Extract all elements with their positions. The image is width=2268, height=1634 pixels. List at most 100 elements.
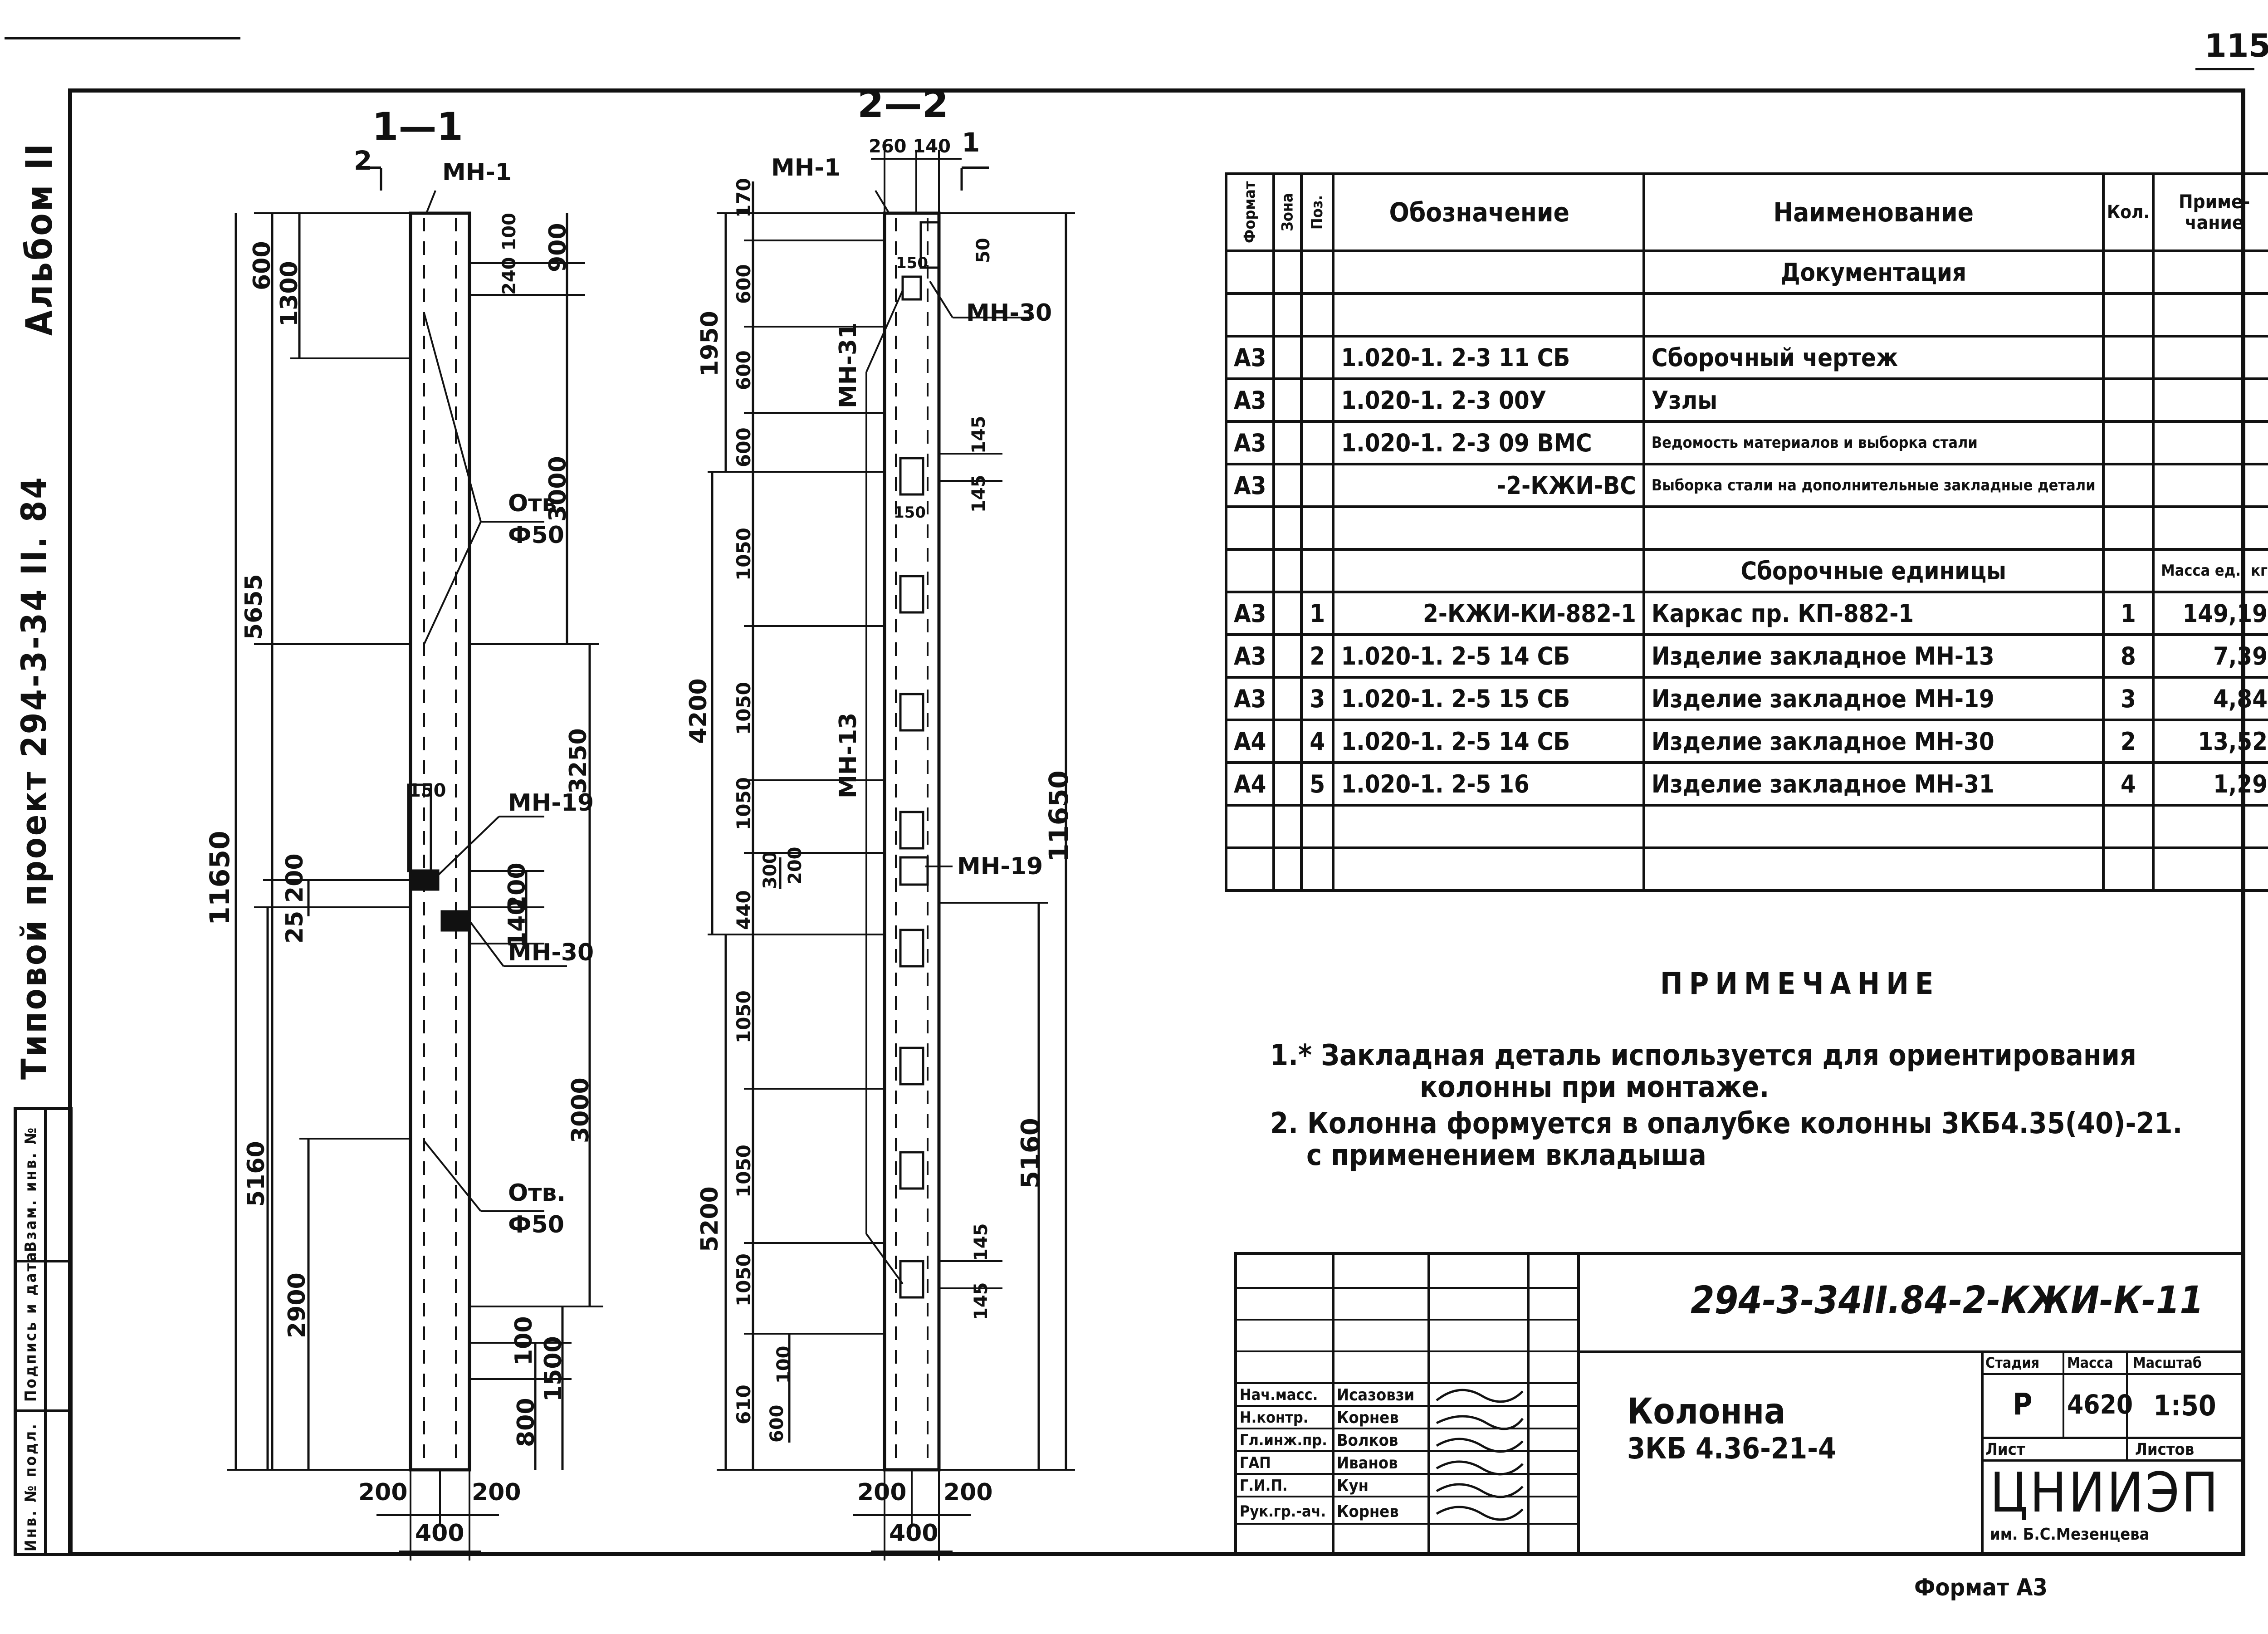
- dim2-1950: 1950: [696, 311, 723, 377]
- cell-name: Изделие закладное МН-19: [1642, 676, 2105, 721]
- cell-format: А3: [1224, 591, 1276, 636]
- cell-qty: 3: [2102, 676, 2155, 721]
- cell-note: [2152, 846, 2268, 892]
- cell-pos: [1300, 377, 1335, 423]
- dim-bottom-400: 400: [415, 1520, 464, 1547]
- spec-header-row: Формат Зона Поз. Обозначение Наименовани…: [1226, 172, 2268, 252]
- dim2-145-b: 145: [968, 475, 989, 513]
- dim-900: 900: [544, 223, 572, 272]
- cell-pos: [1300, 292, 1335, 338]
- note-1-line-1: 1.* Закладная деталь используется для ор…: [1270, 1039, 2136, 1072]
- dim2-145-a: 145: [968, 416, 989, 454]
- dim2-1050-b: 1050: [733, 682, 755, 735]
- cell-name: Выборка стали на дополнительные закладны…: [1642, 463, 2105, 508]
- col-name: Наименование: [1642, 172, 2105, 252]
- cell-qty: [2102, 420, 2155, 465]
- cell-zone: [1272, 505, 1303, 551]
- cell-designation: 1.020-1. 2-5 14 СБ: [1332, 633, 1645, 679]
- name-5: Кун: [1337, 1477, 1369, 1495]
- scale-label: Масштаб: [2133, 1354, 2202, 1371]
- cell-pos: [1300, 548, 1335, 593]
- col-zone: Зона: [1274, 174, 1302, 251]
- cell-format: А3: [1224, 420, 1276, 465]
- cell-name: Сборочные единицы: [1642, 548, 2105, 593]
- section-2-cut-mark: 1: [962, 127, 980, 158]
- cell-pos: 2: [1300, 633, 1335, 679]
- cell-designation: [1332, 505, 1645, 551]
- cell-note: [2152, 377, 2268, 423]
- section-1-hole-dia-1: Ф50: [508, 522, 564, 549]
- cell-zone: [1272, 250, 1303, 295]
- dim-25-sec1: 25: [281, 910, 308, 944]
- top-edge-line-right: [2195, 68, 2254, 70]
- page-number: 115: [2204, 27, 2268, 64]
- section-2-column-body: [883, 211, 941, 1472]
- cell-zone: [1272, 633, 1303, 679]
- dim2-440: 440: [733, 890, 755, 930]
- sheet-label: Лист: [1985, 1440, 2025, 1459]
- dim2-100: 100: [773, 1345, 794, 1384]
- dim-800-sec1: 800: [513, 1398, 540, 1447]
- cell-name: [1642, 804, 2105, 849]
- item-name: Колонна: [1627, 1391, 1786, 1432]
- cell-format: [1224, 250, 1276, 295]
- dim-100-sec1: 100: [510, 1316, 538, 1365]
- dim2-1050-c: 1050: [733, 777, 755, 830]
- dim2-145-c: 145: [971, 1223, 992, 1262]
- cell-pos: 4: [1300, 719, 1335, 764]
- cell-format: А3: [1224, 676, 1276, 721]
- cell-name: Каркас пр. КП-882-1: [1642, 591, 2105, 636]
- dim-140-sec1: 140: [503, 899, 531, 948]
- dim2-bottom-400: 400: [889, 1520, 938, 1547]
- cell-format: А4: [1224, 761, 1276, 807]
- section-1-hole-label-2: Отв.: [508, 1179, 566, 1207]
- notes-title: ПРИМЕЧАНИЕ: [1660, 966, 1940, 1001]
- name-1: Исазовзи: [1337, 1386, 1415, 1404]
- dim-11650: 11650: [204, 831, 236, 925]
- table-row: [1224, 292, 2268, 338]
- cell-name: Документация: [1642, 250, 2105, 295]
- cell-qty: 4: [2102, 761, 2155, 807]
- dim2-1050-d: 1050: [733, 990, 755, 1043]
- cell-designation: 1.020-1. 2-3 00У: [1332, 377, 1645, 423]
- cell-zone: [1272, 804, 1303, 849]
- section-1-part-mn1: МН-1: [442, 159, 512, 186]
- dim2-600-b: 600: [733, 350, 755, 390]
- dim2-600-a: 600: [733, 264, 755, 304]
- cell-name: [1642, 292, 2105, 338]
- dim2-150-mid: 150: [894, 504, 926, 522]
- cell-note: [2152, 463, 2268, 508]
- cell-note: 4,84: [2152, 676, 2268, 721]
- cell-name: [1642, 505, 2105, 551]
- dim-5655: 5655: [240, 574, 268, 640]
- role-1: Нач.масс.: [1240, 1386, 1318, 1404]
- dim2-150-top: 150: [896, 254, 928, 272]
- dim-200-sec1: 200: [281, 853, 308, 903]
- note-1-line-2: колонны при монтаже.: [1420, 1071, 1769, 1104]
- dim-3250: 3250: [565, 728, 592, 794]
- name-4: Иванов: [1337, 1454, 1398, 1473]
- cell-qty: 2: [2102, 719, 2155, 764]
- dim2-600-d: 600: [767, 1404, 787, 1443]
- dim-3000-sec1-a: 3000: [544, 456, 572, 522]
- top-edge-line: [5, 37, 240, 39]
- item-mark: 3КБ 4.36-21-4: [1627, 1432, 1837, 1466]
- cell-pos: 3: [1300, 676, 1335, 721]
- cell-zone: [1272, 548, 1303, 593]
- dim2-4200: 4200: [685, 678, 712, 744]
- cell-note: [2152, 420, 2268, 465]
- name-2: Корнев: [1337, 1409, 1399, 1427]
- signatures: [1436, 1389, 1524, 1521]
- cell-pos: [1300, 505, 1335, 551]
- section-2-part-mn19: МН-19: [957, 853, 1043, 880]
- cell-note: 13,52: [2152, 719, 2268, 764]
- section-1-hole-dia-2: Ф50: [508, 1211, 564, 1238]
- dim2-610: 610: [733, 1384, 755, 1424]
